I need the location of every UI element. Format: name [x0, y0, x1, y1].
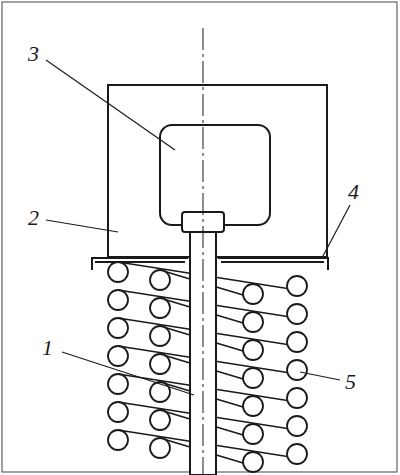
coil-section [287, 332, 307, 352]
coil-section [243, 312, 263, 332]
coil-section [108, 374, 128, 394]
coil-section [243, 284, 263, 304]
coil-section [243, 396, 263, 416]
coil-section [150, 270, 170, 290]
leader-lines [46, 60, 350, 395]
coil-section [287, 304, 307, 324]
coil-section [108, 346, 128, 366]
coil-section [243, 368, 263, 388]
center-line [203, 28, 204, 475]
coil-section [108, 318, 128, 338]
callout-number: 4 [346, 180, 361, 204]
coil-section [150, 326, 170, 346]
coil-section [243, 340, 263, 360]
coil-section [287, 388, 307, 408]
coil-section [150, 410, 170, 430]
coil-section [287, 444, 307, 464]
coil-section [287, 416, 307, 436]
coil-section [287, 276, 307, 296]
housing-block [108, 85, 327, 257]
coil-section [150, 298, 170, 318]
callout-number: 2 [26, 206, 41, 230]
coil-section [150, 382, 170, 402]
callout-number: 5 [343, 370, 358, 394]
callout-number: 3 [26, 42, 41, 66]
coil-section [243, 424, 263, 444]
callout-number: 1 [40, 336, 55, 360]
coil-section [108, 402, 128, 422]
coil-section [150, 354, 170, 374]
coil-section [243, 452, 263, 472]
coil-section [287, 360, 307, 380]
window-opening [160, 125, 270, 225]
coil-section [108, 262, 128, 282]
coil-section [108, 290, 128, 310]
coil-section [108, 430, 128, 450]
coil-section [150, 438, 170, 458]
